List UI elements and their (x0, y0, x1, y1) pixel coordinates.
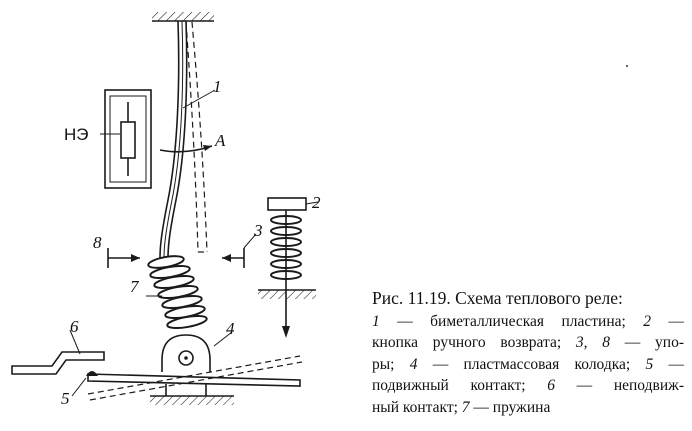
label-2: 2 (312, 193, 321, 212)
caption-title: Рис. 11.19. Схема теплового реле: (372, 288, 623, 308)
figure-caption: Рис. 11.19. Схема теплового реле: 1 — би… (372, 288, 684, 418)
label-4: 4 (226, 319, 235, 338)
stray-dot (626, 65, 628, 67)
label-a: A (214, 131, 226, 150)
ceiling-mount (152, 12, 214, 22)
label-3: 3 (253, 221, 263, 240)
label-ne: НЭ (64, 125, 89, 144)
reset-button-2 (267, 197, 319, 338)
caption-line-4: подвижный контакт; 6 — неподвиж- (372, 377, 684, 394)
caption-line-5: ный контакт; 7 — пружина (372, 398, 551, 416)
moving-contact-5 (71, 371, 98, 397)
label-1: 1 (213, 77, 222, 96)
base-mount (150, 384, 234, 405)
heating-element (100, 89, 152, 189)
fixed-contact-6 (11, 329, 105, 375)
contact-lever (87, 373, 301, 387)
caption-line-2: кнопка ручного возврата; 3, 8 — упо- (372, 334, 684, 351)
label-5: 5 (61, 389, 70, 408)
bimetallic-strip (159, 20, 188, 259)
stop-8 (107, 248, 140, 268)
spring-7 (146, 255, 208, 330)
label-8: 8 (93, 233, 102, 252)
deflection-arrow (159, 145, 213, 153)
bimetallic-strip-deflected (185, 21, 208, 253)
contact-lever-deflected (87, 355, 303, 401)
label-6: 6 (70, 317, 79, 336)
stop-3 (222, 233, 257, 268)
caption-line-1: 1 — биметаллическая пластина; 2 — (372, 312, 685, 330)
caption-line-3: ры; 4 — пластмассовая колодка; 5 — (372, 355, 684, 373)
plastic-block-4 (161, 331, 233, 372)
leader-line-1 (182, 89, 216, 109)
reset-button-base (258, 289, 316, 299)
label-7: 7 (130, 277, 140, 296)
